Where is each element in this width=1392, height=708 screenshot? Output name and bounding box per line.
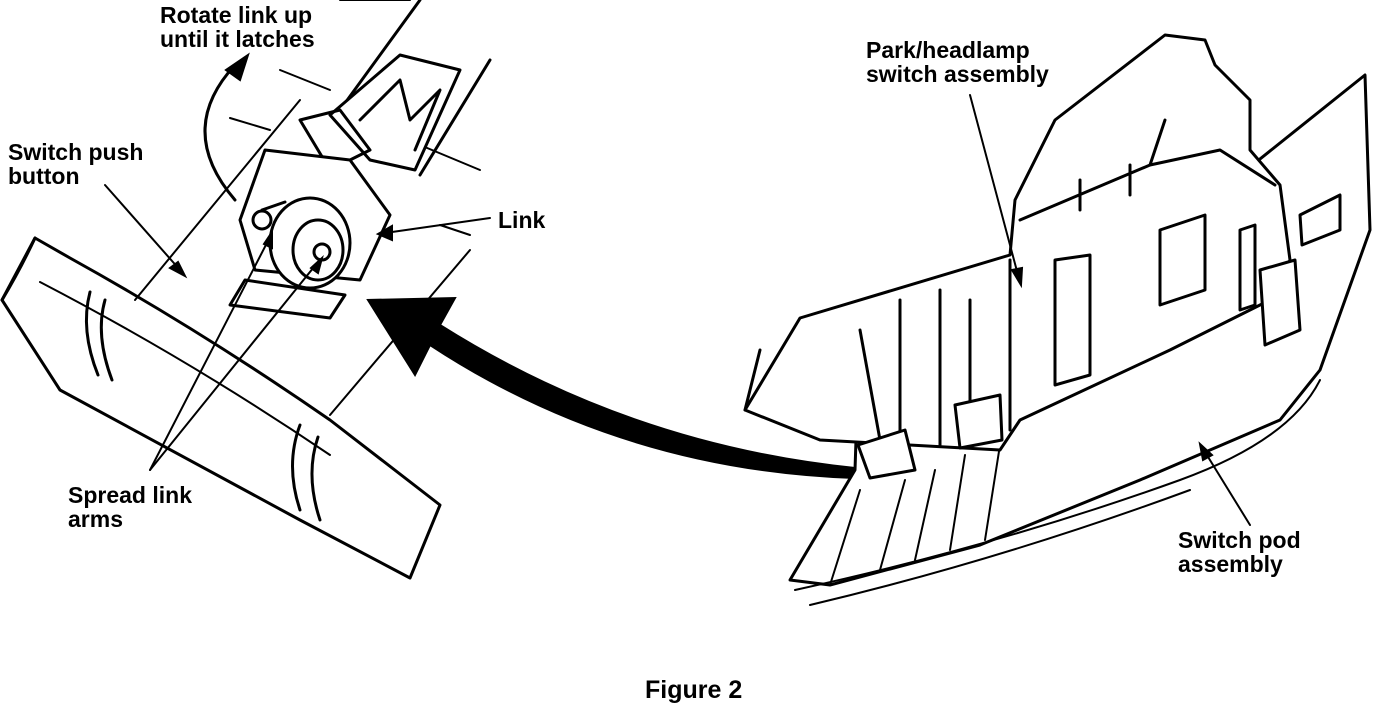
left-leader-lines — [104, 184, 491, 471]
park-headlamp-switch-assembly — [743, 33, 1302, 480]
exploded-view-guides — [134, 0, 481, 416]
rotate-link-label: Rotate link up until it latches — [160, 3, 315, 51]
link-label-text: Link — [498, 207, 546, 233]
figure-caption: Figure 2 — [645, 676, 743, 704]
spread-link-arms-label: Spread link arms — [68, 483, 192, 531]
spread-link-arms-label-line1: Spread link — [68, 482, 192, 508]
rotate-link-label-line2: until it latches — [160, 26, 315, 52]
link-part — [228, 148, 392, 320]
park-headlamp-label: Park/headlamp switch assembly — [866, 38, 1049, 86]
switch-push-button-label: Switch push button — [8, 140, 143, 188]
link-label: Link — [498, 208, 545, 232]
switch-pod-label: Switch pod assembly — [1178, 528, 1301, 576]
switch-push-button-label-line2: button — [8, 163, 80, 189]
spread-link-arms-label-line2: arms — [68, 506, 123, 532]
transfer-arrow — [366, 296, 856, 480]
rotate-arrow — [203, 52, 250, 202]
park-headlamp-label-line2: switch assembly — [866, 61, 1049, 87]
switch-pod-label-line2: assembly — [1178, 551, 1283, 577]
switch-push-button-label-line1: Switch push — [8, 139, 144, 165]
rotate-link-label-line1: Rotate link up — [160, 2, 313, 28]
switch-pod-label-line1: Switch pod — [1178, 527, 1301, 553]
right-leader-lines — [969, 94, 1251, 526]
park-headlamp-label-line1: Park/headlamp — [866, 37, 1030, 63]
link-rail — [298, 0, 492, 177]
push-button-bar — [0, 236, 442, 580]
